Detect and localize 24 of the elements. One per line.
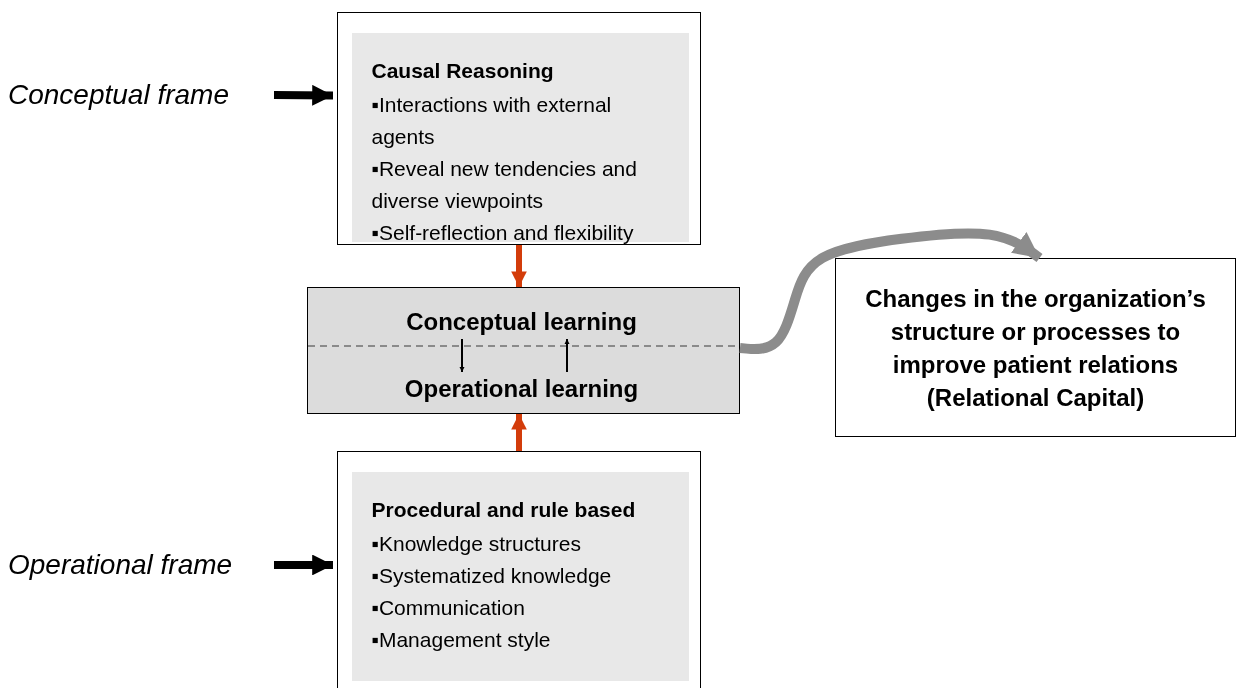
curved-arrow (739, 228, 1043, 355)
learning-label: Operational learning (396, 371, 647, 406)
outcome-box (835, 258, 1236, 437)
bullet-item: ▪Management style (371, 626, 551, 653)
arrow (511, 245, 527, 287)
bullet-item: ▪Systematized knowledge (371, 562, 612, 589)
frame-label: Conceptual frame (8, 75, 270, 115)
frame-box (337, 451, 701, 688)
learning-label: Conceptual learning (396, 304, 647, 339)
learning-box (307, 287, 740, 414)
arrow (459, 338, 465, 373)
arrow (564, 338, 570, 373)
frame-label: Operational frame (8, 545, 270, 585)
bullet-item: ▪Self-reflection and flexibility (371, 219, 634, 246)
bullet-item: ▪Interactions with external agents (371, 91, 613, 150)
bullet-item: ▪Communication (371, 594, 525, 621)
arrow (511, 414, 527, 451)
bullet-item: ▪Reveal new tendencies and diverse viewpoints (371, 155, 638, 214)
bullet-item: ▪Knowledge structures (371, 530, 581, 557)
panel-heading: Procedural and rule based (371, 496, 636, 523)
arrow (273, 84, 334, 106)
frame-box (337, 12, 701, 245)
panel-heading: Causal Reasoning (371, 57, 554, 84)
outcome-text: Changes in the organization’s structure or processes to improve patient relations (Relational Capital) (864, 283, 1207, 413)
